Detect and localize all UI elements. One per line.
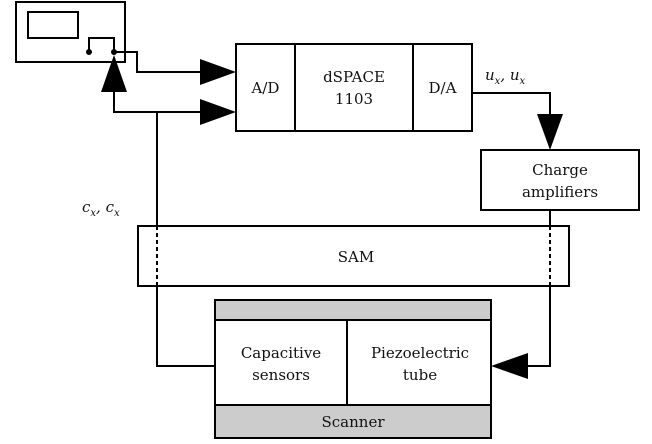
signal-labels: ux, ux cx, cx [82,66,526,219]
scanner-top-plate [214,299,492,321]
sam: SAM [137,225,570,287]
arrowhead-charge-amplifiers [537,114,563,150]
wire-sam-to-piezo-tube [528,286,551,367]
scanner-base [214,404,492,439]
arrowhead-oscilloscope [101,55,127,92]
scanner: Capacitive sensors Piezoelectric tube Sc… [214,299,492,439]
ad-label: A/D [251,79,280,97]
scanner-body [214,319,492,406]
connections [113,51,551,367]
wire-scope-to-ad [114,51,205,73]
sam-box [137,225,570,287]
da-label: D/A [429,79,457,97]
capacitive-sensors-label-line1: Capacitive [241,344,321,362]
capacitive-sensors-label-line2: sensors [252,366,310,384]
scanner-label: Scanner [322,413,386,431]
piezoelectric-tube-label-line2: tube [403,366,437,384]
arrowhead-ad-upper [200,59,236,85]
dspace-label-line1: dSPACE [323,68,385,86]
arrowhead-piezo-tube [491,353,528,379]
charge-amplifiers: Charge amplifiers [480,149,640,211]
charge-amplifiers-label-line1: Charge [532,161,588,179]
dspace-unit: A/D dSPACE 1103 D/A [235,43,473,132]
charge-amplifiers-label-line2: amplifiers [522,183,598,201]
sam-label: SAM [338,248,374,266]
oscilloscope-screen [27,11,79,39]
dspace-label-line2: 1103 [335,90,373,108]
charge-amplifiers-box [480,149,640,211]
wire-sam-to-ad [156,111,205,226]
oscilloscope-probe-line [88,37,115,52]
wire-to-oscilloscope [113,88,157,113]
dspace-outer-box [235,43,473,132]
wire-capacitive-sensors-out [156,286,215,367]
oscilloscope-terminal-left [86,49,92,55]
arrowhead-ad-lower [200,99,236,125]
arrowheads [101,55,563,379]
wire-da-to-charge-amplifiers [472,92,551,118]
piezoelectric-tube-label-line1: Piezoelectric [371,344,469,362]
sensor-output-label: cx, cx [82,198,120,219]
control-output-label: ux, ux [485,66,526,87]
oscilloscope [15,1,126,63]
